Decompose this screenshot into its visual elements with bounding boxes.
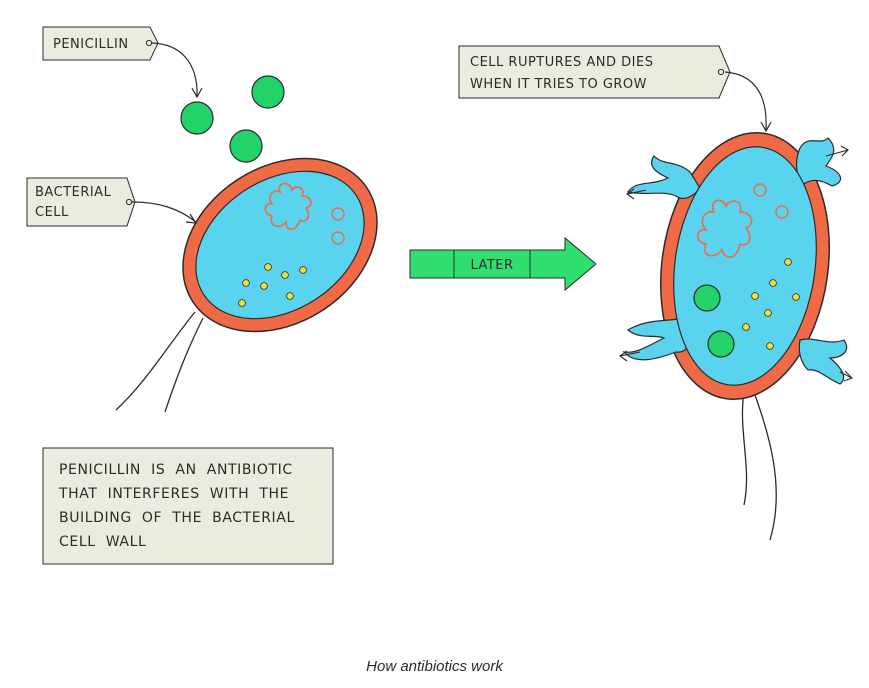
cytoplasm-leak (622, 137, 848, 385)
explanation-box: PENICILLIN IS AN ANTIBIOTIC THAT INTERFE… (0, 0, 334, 565)
bacterial-cell-label-text: BACTERIAL CELL (35, 185, 116, 220)
dna-nucleoid (264, 182, 312, 231)
penicillin-molecules (180, 75, 285, 163)
figure-caption: How antibiotics work (366, 658, 503, 675)
flagellum (741, 391, 748, 506)
granules (742, 258, 800, 350)
rupture-pointer (724, 71, 767, 131)
granules (238, 263, 307, 307)
later-arrow-text: LATER (470, 258, 513, 273)
later-arrow: LATER (409, 236, 597, 292)
penicillin-label-text: PENICILLIN (53, 37, 129, 52)
penicillin-label: PENICILLIN (42, 26, 159, 61)
bacterial-cell-label: BACTERIAL CELL (26, 177, 136, 227)
dna-nucleoid (696, 199, 753, 258)
flagellum (164, 317, 204, 413)
bacterial-cell-after (619, 132, 853, 541)
flagellum (753, 391, 777, 541)
penicillin-pointer (151, 42, 198, 97)
plasmid (753, 183, 767, 197)
rupture-label: CELL RUPTURES AND DIES WHEN IT TRIES TO … (458, 45, 731, 99)
flagellum (115, 311, 196, 411)
plasmid (331, 207, 345, 221)
leak-arrows (619, 145, 853, 382)
cytoplasm (195, 170, 365, 320)
plasmid (775, 205, 789, 219)
bacterial-cell-before (115, 157, 378, 413)
penicillin-inside (693, 284, 735, 358)
plasmid (331, 231, 345, 245)
bacterial-cell-pointer (131, 201, 197, 223)
rupture-label-text: CELL RUPTURES AND DIES WHEN IT TRIES TO … (470, 55, 658, 92)
explanation-text: PENICILLIN IS AN ANTIBIOTIC THAT INTERFE… (0, 0, 330, 550)
